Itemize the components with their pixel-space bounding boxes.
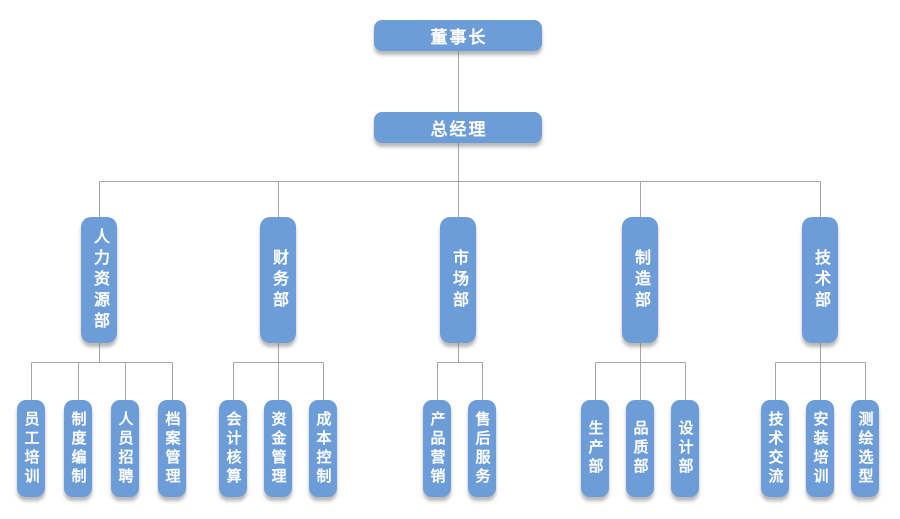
org-node-design-dept-label: 设计部 [676,420,694,477]
org-node-surveying-selection-label: 测绘选型 [856,410,874,487]
org-node-quality-dept: 品质部 [626,400,654,497]
org-node-cost-control: 成本控制 [309,400,337,497]
org-node-dept-marketing-label: 市场部 [450,248,467,312]
org-node-production-dept: 生产部 [581,400,609,497]
org-node-system-drafting-label: 制度编制 [69,410,87,487]
org-node-system-drafting: 制度编制 [64,400,92,497]
org-node-dept-finance: 财务部 [260,217,296,343]
org-node-chairman-label: 董事长 [430,28,488,47]
org-node-dept-manufacturing: 制造部 [622,217,658,343]
org-node-cost-control-label: 成本控制 [314,410,332,487]
org-node-recruitment-label: 人员招聘 [116,410,134,487]
org-node-dept-finance-label: 财务部 [270,248,287,312]
org-node-fund-management: 资金管理 [264,400,292,497]
org-node-recruitment: 人员招聘 [111,400,139,497]
org-node-accounting-label: 会计核算 [224,410,242,487]
org-node-design-dept: 设计部 [671,400,699,497]
org-node-dept-marketing: 市场部 [440,217,476,343]
org-node-dept-technology-label: 技术部 [812,248,829,312]
org-node-employee-training: 员工培训 [17,400,45,497]
org-node-installation-training-label: 安装培训 [811,410,829,487]
org-node-technical-exchange: 技术交流 [761,400,789,497]
org-node-product-marketing: 产品营销 [423,400,451,497]
org-node-technical-exchange-label: 技术交流 [766,410,784,487]
org-node-product-marketing-label: 产品营销 [428,410,446,487]
org-node-fund-management-label: 资金管理 [269,410,287,487]
org-node-dept-manufacturing-label: 制造部 [632,248,649,312]
org-node-dept-hr-label: 人力资源部 [91,227,108,333]
org-node-installation-training: 安装培训 [806,400,834,497]
org-node-production-dept-label: 生产部 [586,420,604,477]
org-node-quality-dept-label: 品质部 [631,420,649,477]
org-node-dept-hr: 人力资源部 [81,217,117,343]
org-node-chairman: 董事长 [374,20,542,51]
org-node-archive-management-label: 档案管理 [163,410,181,487]
org-node-accounting: 会计核算 [219,400,247,497]
org-node-surveying-selection: 测绘选型 [851,400,879,497]
org-node-general-manager: 总经理 [374,112,542,143]
org-node-after-sales-service-label: 售后服务 [473,410,491,487]
org-node-after-sales-service: 售后服务 [468,400,496,497]
org-node-employee-training-label: 员工培训 [22,410,40,487]
org-node-general-manager-label: 总经理 [430,120,488,139]
org-node-archive-management: 档案管理 [158,400,186,497]
org-node-dept-technology: 技术部 [802,217,838,343]
